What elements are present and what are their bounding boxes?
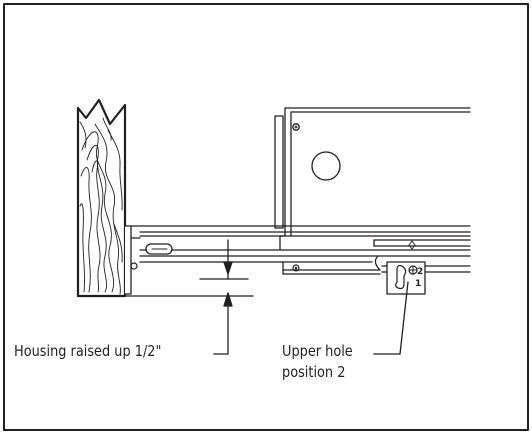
rail-screw-center: [294, 266, 298, 270]
housing-raised-callout: Housing raised up 1/2": [14, 342, 162, 360]
hole-label-1: 1: [415, 279, 421, 289]
drawer-screw-top: [292, 123, 300, 131]
cabinet-side-panel: [76, 98, 127, 298]
front-mounting-bracket: [124, 225, 173, 295]
rail-alignment-mark: [408, 240, 416, 250]
drawer-screw-top-center: [294, 125, 298, 129]
drawer-box: [274, 107, 471, 251]
rear-socket-bracket: [386, 261, 426, 295]
diagram-frame: [3, 3, 529, 431]
upper-hole-callout-line-2: position 2: [282, 363, 346, 381]
upper-hole-leader: [373, 281, 409, 355]
hole-label-2: 2: [417, 267, 423, 277]
drawer-slide-rails: [130, 225, 471, 275]
measurement-guides: [199, 239, 249, 355]
wood-grain: [79, 117, 123, 295]
drawer-access-hole: [311, 151, 341, 181]
rail-screw: [292, 264, 300, 272]
upper-hole-callout-line-1: Upper hole: [282, 342, 353, 360]
upper-hole-callout: Upper hole position 2: [282, 341, 353, 383]
